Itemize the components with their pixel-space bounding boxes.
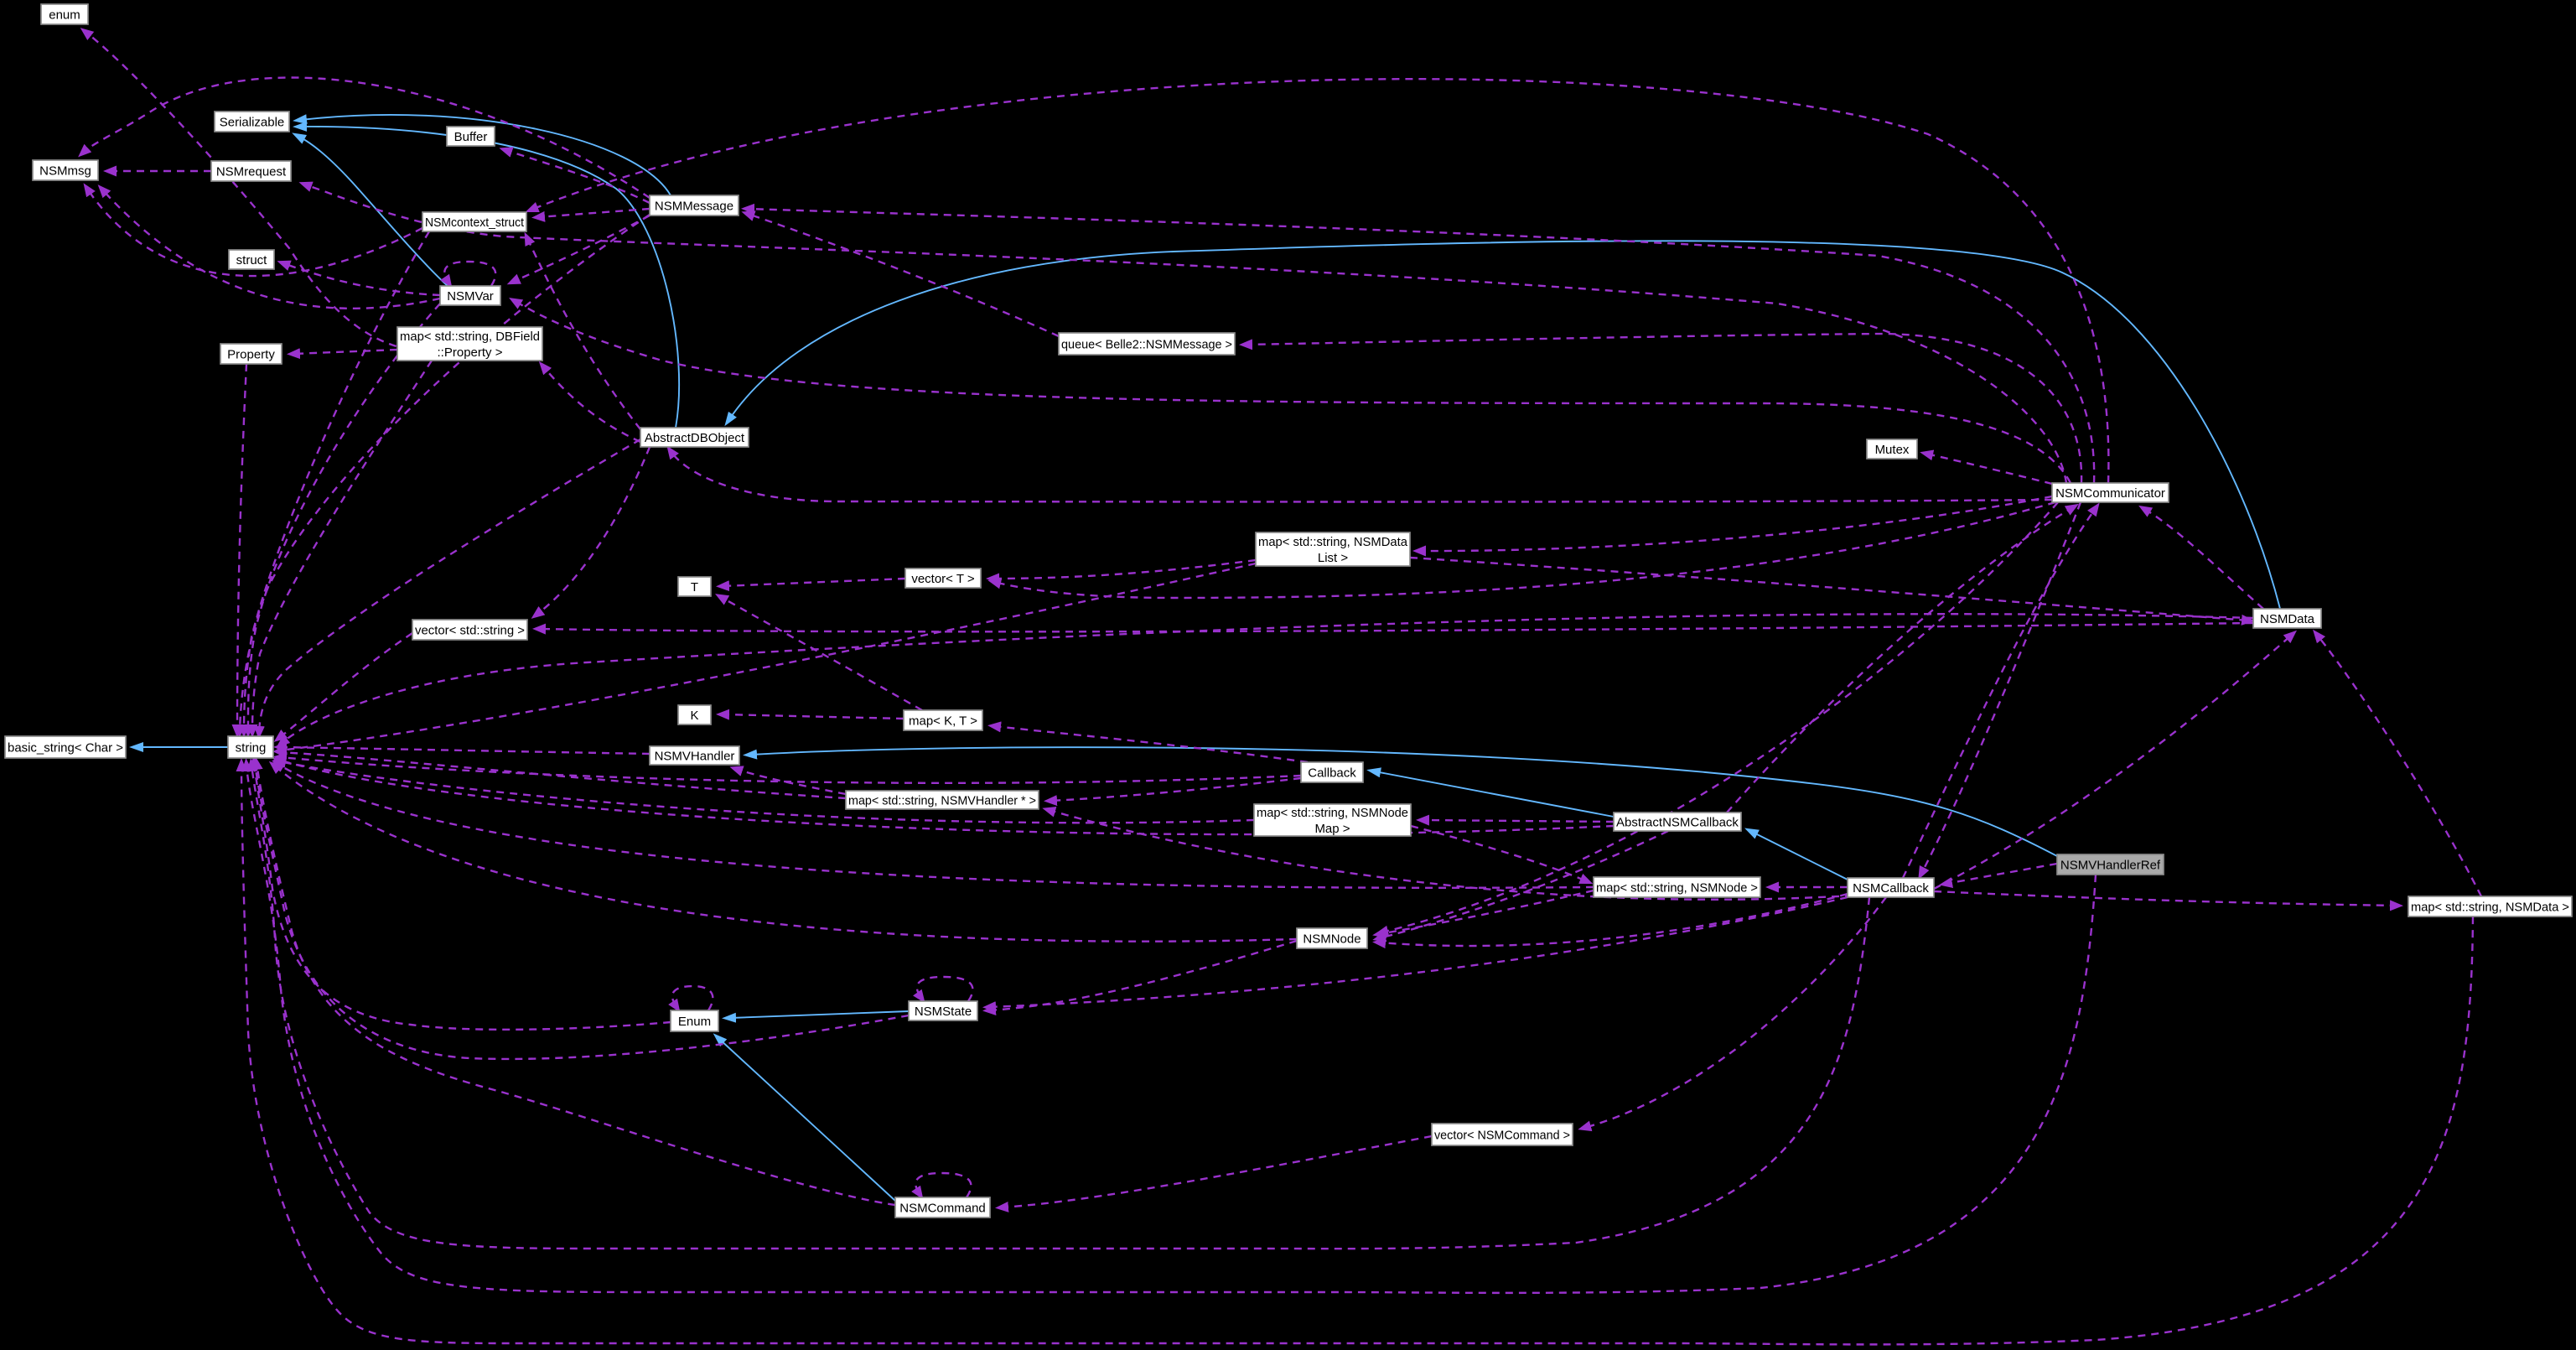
svg-text:NSMCommunicator: NSMCommunicator xyxy=(2055,486,2165,501)
svg-text:vector< NSMCommand >: vector< NSMCommand > xyxy=(1434,1128,1570,1142)
svg-text:NSMrequest: NSMrequest xyxy=(216,164,287,179)
svg-text:Serializable: Serializable xyxy=(220,115,285,129)
svg-text:NSMCommand: NSMCommand xyxy=(899,1201,986,1215)
svg-text:NSMVHandlerRef: NSMVHandlerRef xyxy=(2060,858,2161,872)
svg-text:map< std::string, NSMData: map< std::string, NSMData xyxy=(1258,535,1408,549)
svg-text:enum: enum xyxy=(49,8,80,22)
svg-text:Mutex: Mutex xyxy=(1875,443,1910,457)
svg-text:NSMCallback: NSMCallback xyxy=(1853,881,1929,896)
svg-text:NSMState: NSMState xyxy=(915,1005,972,1019)
svg-text:map< std::string, DBField: map< std::string, DBField xyxy=(400,330,540,344)
svg-text:vector< std::string >: vector< std::string > xyxy=(415,623,525,637)
svg-text:NSMVar: NSMVar xyxy=(447,289,494,304)
svg-text:NSMData: NSMData xyxy=(2260,612,2315,626)
svg-text:string: string xyxy=(236,740,267,755)
svg-text:map< std::string, NSMVHandler: map< std::string, NSMVHandler * > xyxy=(848,793,1036,807)
svg-text:AbstractDBObject: AbstractDBObject xyxy=(645,431,745,445)
svg-text:Map >: Map > xyxy=(1314,822,1350,836)
svg-text:queue< Belle2::NSMMessage >: queue< Belle2::NSMMessage > xyxy=(1061,337,1232,351)
svg-text:NSMVHandler: NSMVHandler xyxy=(655,749,735,763)
svg-text:map< std::string, NSMNode: map< std::string, NSMNode xyxy=(1257,806,1408,820)
svg-text:vector< T >: vector< T > xyxy=(911,572,975,586)
svg-text:map< std::string, NSMData >: map< std::string, NSMData > xyxy=(2411,900,2569,914)
svg-text:K: K xyxy=(690,709,698,723)
svg-text:map< std::string, NSMNode >: map< std::string, NSMNode > xyxy=(1596,880,1758,895)
svg-text:List >: List > xyxy=(1318,551,1349,565)
svg-text:T: T xyxy=(691,580,698,595)
svg-text:Property: Property xyxy=(227,347,275,361)
svg-text:Buffer: Buffer xyxy=(454,130,488,144)
svg-text:NSMMessage: NSMMessage xyxy=(655,199,733,213)
svg-text:struct: struct xyxy=(236,253,268,267)
svg-text:map< K, T >: map< K, T > xyxy=(909,714,977,728)
svg-text:NSMNode: NSMNode xyxy=(1303,932,1361,946)
svg-text:AbstractNSMCallback: AbstractNSMCallback xyxy=(1616,815,1739,829)
svg-text:basic_string< Char >: basic_string< Char > xyxy=(8,740,123,755)
svg-text:NSMmsg: NSMmsg xyxy=(39,164,91,178)
svg-text:Enum: Enum xyxy=(678,1015,711,1029)
svg-text:Callback: Callback xyxy=(1308,766,1356,780)
svg-text:::Property >: ::Property > xyxy=(438,345,503,360)
svg-text:NSMcontext_struct: NSMcontext_struct xyxy=(425,215,525,230)
